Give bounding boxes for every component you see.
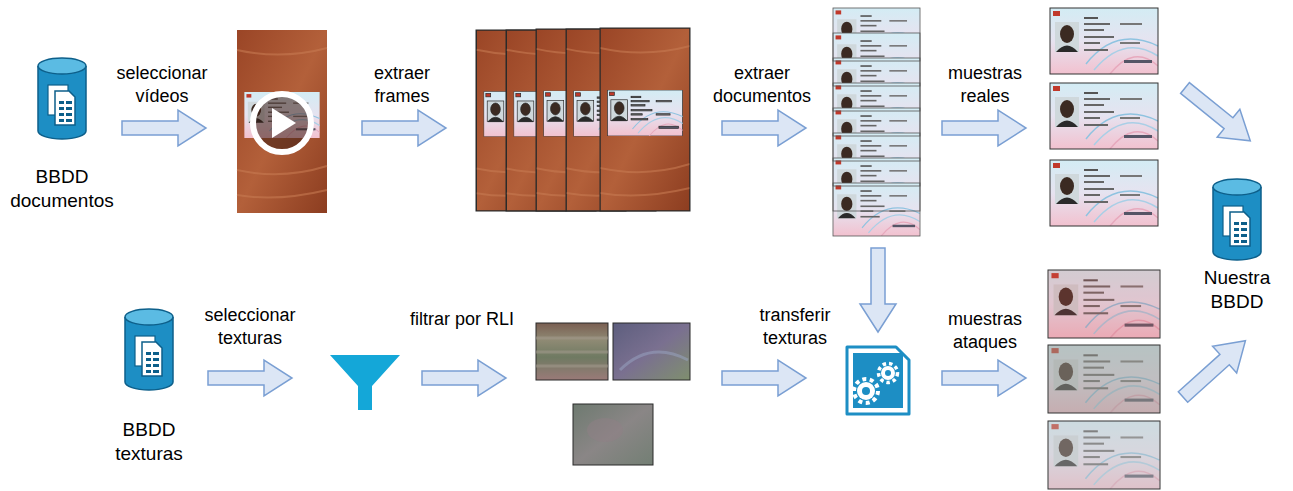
database-node: BBDD texturas — [93, 308, 205, 466]
step-label: transferir texturas — [739, 304, 851, 350]
step-label: muestras ataques — [929, 308, 1041, 354]
real-samples — [1050, 8, 1158, 226]
frame-stack — [476, 28, 690, 211]
step-label: extraer frames — [346, 62, 458, 108]
process-icon — [847, 347, 909, 414]
step-label: extraer documentos — [706, 62, 818, 108]
database-icon — [124, 308, 174, 392]
attack-samples — [1048, 270, 1160, 489]
database-icon — [37, 57, 87, 141]
node-label: Nuestra BBDD — [1189, 266, 1285, 314]
step-label: seleccionar texturas — [194, 304, 306, 350]
node-label: BBDD texturas — [93, 418, 205, 466]
step-label: muestras reales — [929, 62, 1041, 108]
filter-funnel — [330, 355, 400, 410]
step-label: filtrar por RLI — [406, 308, 518, 331]
texture-samples — [536, 323, 690, 465]
database-node: BBDD documentos — [6, 57, 118, 213]
step-label: seleccionar vídeos — [106, 62, 218, 108]
document-crops — [833, 8, 920, 236]
database-icon — [1212, 178, 1262, 262]
video-thumbnail — [237, 30, 327, 213]
node-label: BBDD documentos — [6, 165, 118, 213]
database-node: Nuestra BBDD — [1189, 178, 1285, 314]
